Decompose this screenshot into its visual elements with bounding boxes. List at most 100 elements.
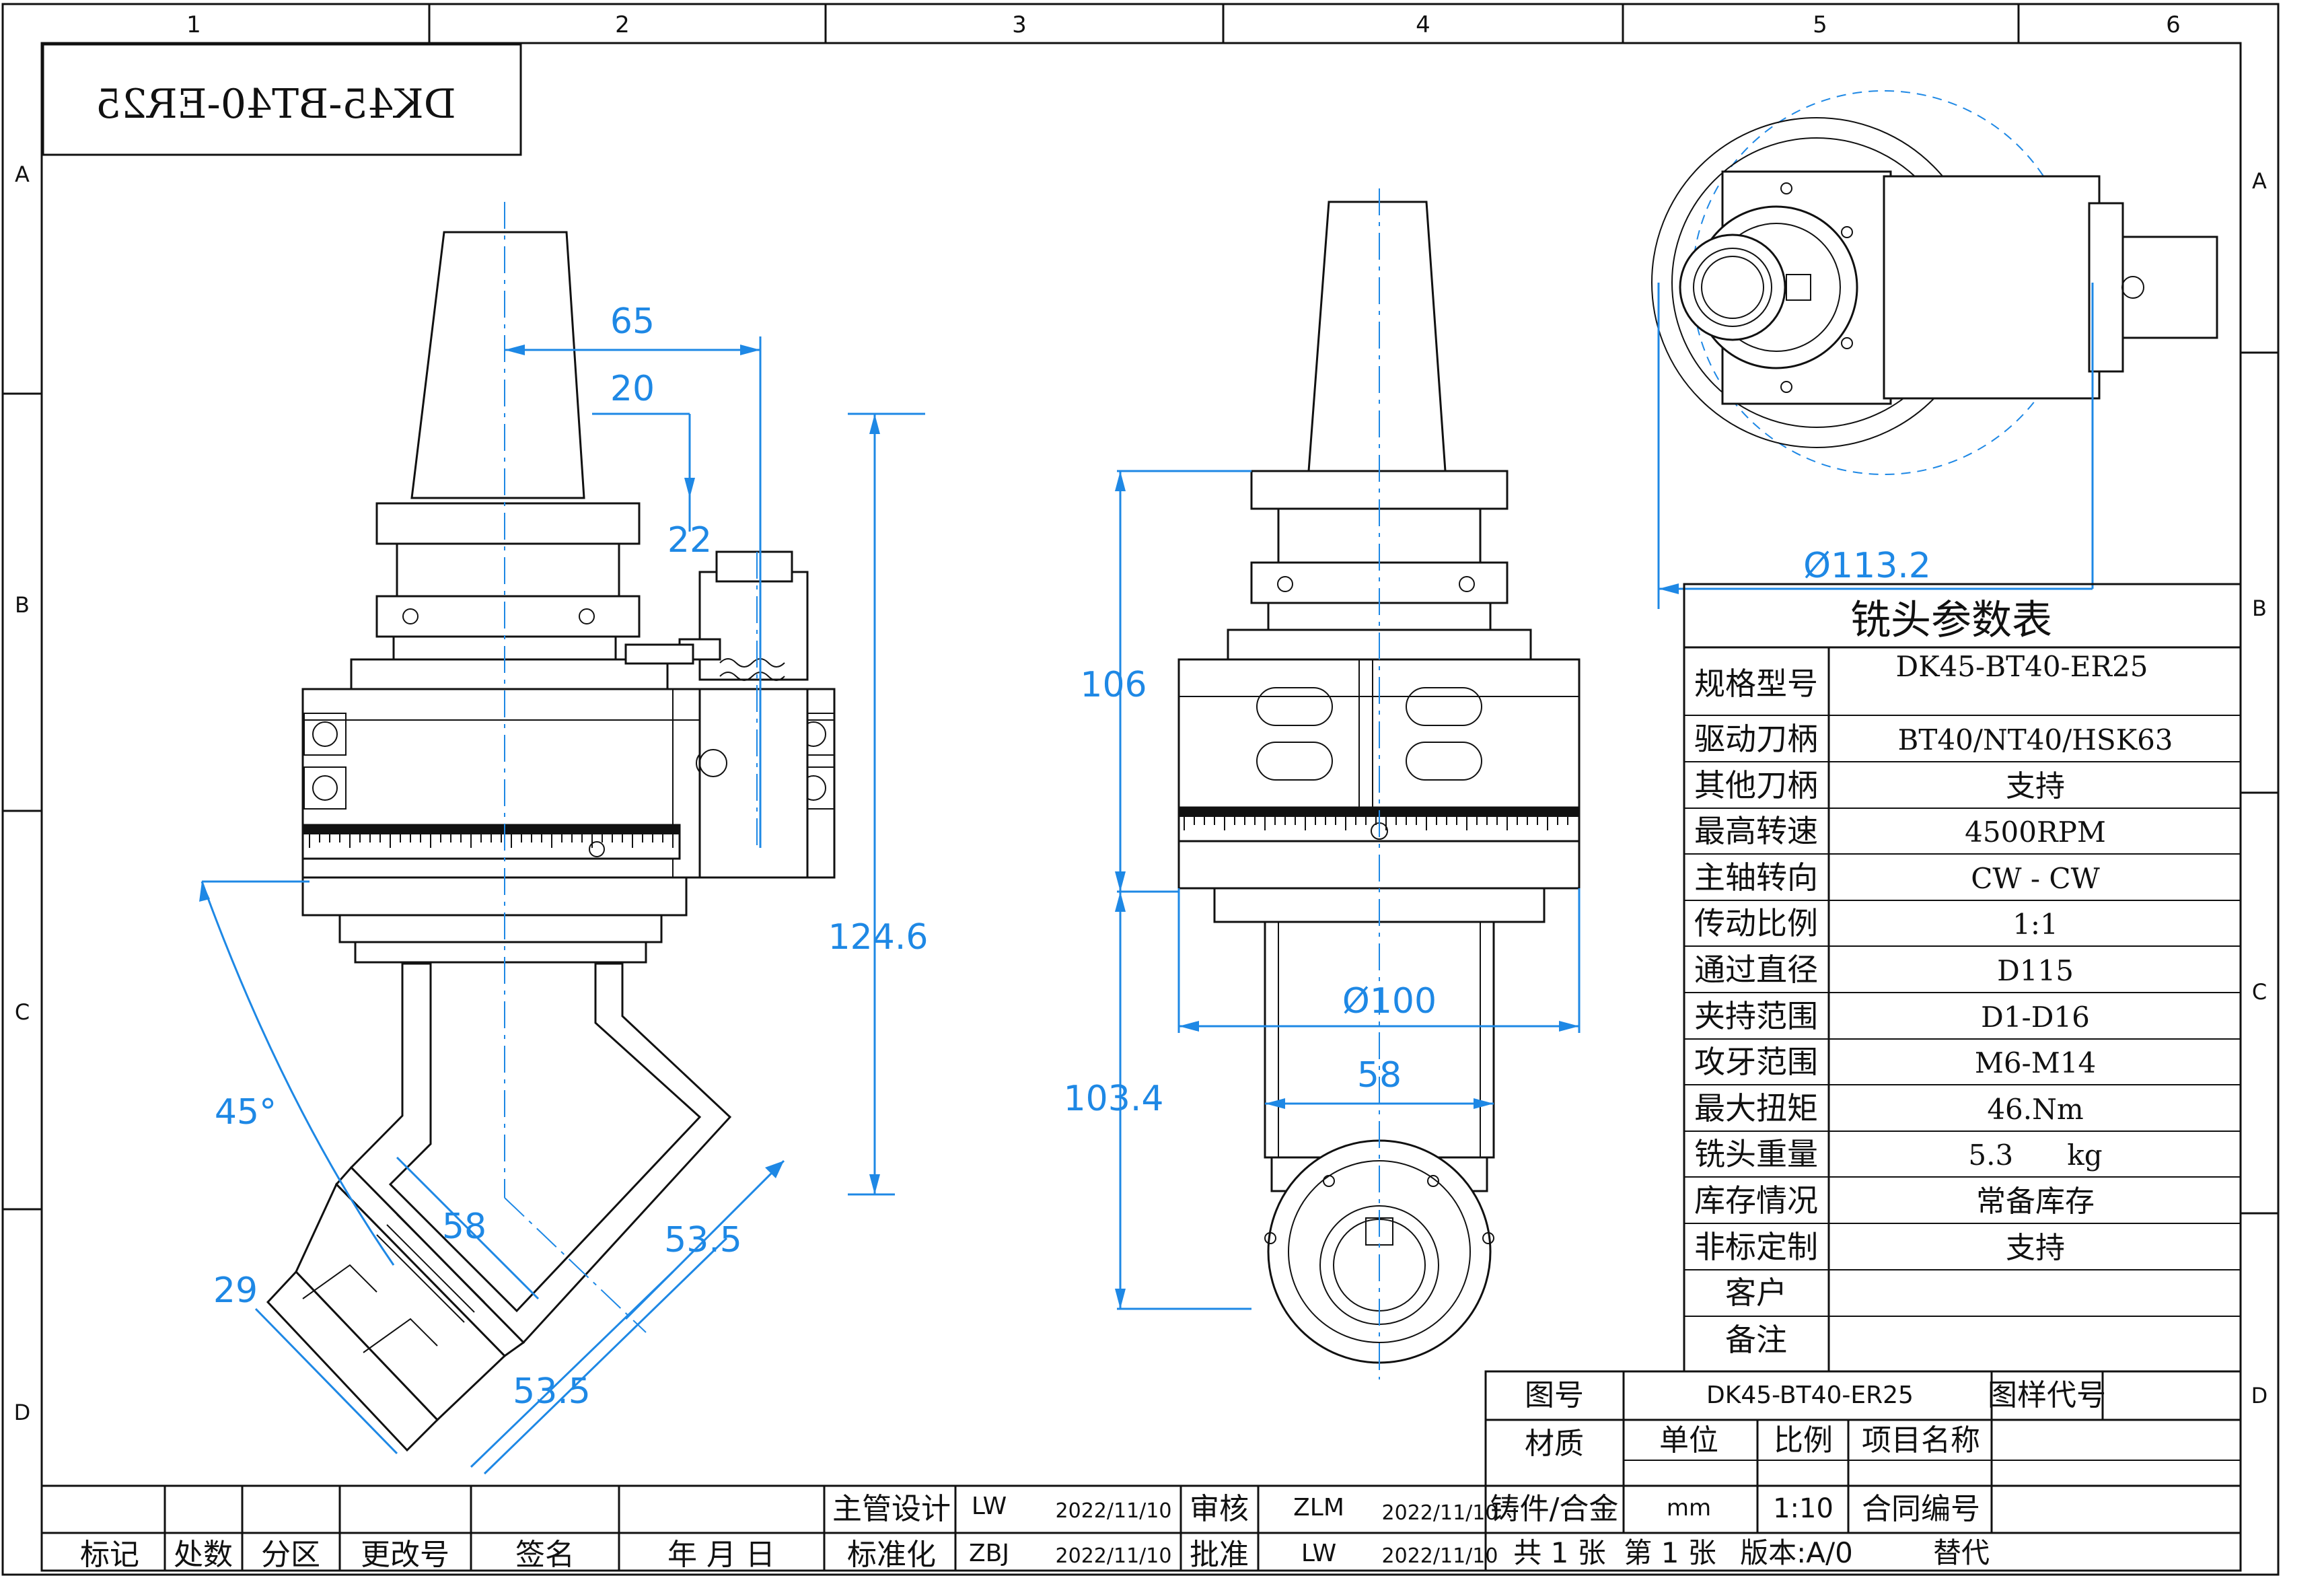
front-scale-ticks <box>1184 817 1568 830</box>
dim-53-5-a: 53.5 <box>664 1220 742 1260</box>
tb-material-value: 铸件/合金 <box>1490 1492 1619 1526</box>
param-label-8: 攻牙范围 <box>1694 1044 1818 1080</box>
param-label-11: 库存情况 <box>1694 1182 1818 1219</box>
tb-supervisor-name: LW <box>972 1493 1007 1520</box>
tb-rev-header-3: 更改号 <box>361 1538 449 1572</box>
tb-review-date: 2022/11/10 <box>1382 1501 1498 1525</box>
param-value-0: DK45-BT40-ER25 <box>1896 650 2148 683</box>
model-stamp-box: DK45-BT40-ER25 <box>42 43 522 156</box>
param-label-14: 备注 <box>1725 1322 1787 1358</box>
param-value-11: 常备库存 <box>1976 1184 2095 1219</box>
dim-58-front: 58 <box>1357 1055 1402 1096</box>
tb-rev-header-1: 处数 <box>174 1538 233 1572</box>
tb-drawing-no-value: DK45-BT40-ER25 <box>1706 1382 1914 1409</box>
param-label-3: 最高转速 <box>1694 813 1818 849</box>
model-stamp-text: DK45-BT40-ER25 <box>96 81 456 128</box>
row-d-right: D <box>2251 1383 2268 1408</box>
row-c-right: C <box>2252 979 2267 1005</box>
side-scale-ticks <box>309 834 674 848</box>
tb-rev-header-4: 签名 <box>515 1538 575 1572</box>
tb-drawing-code-label: 图样代号 <box>1988 1378 2106 1412</box>
dim-58-side: 58 <box>442 1207 486 1247</box>
param-value-5: 1:1 <box>2012 908 2058 941</box>
row-a-right: A <box>2252 168 2267 194</box>
tb-unit-label: 单位 <box>1659 1423 1718 1458</box>
tb-rev-header-0: 标记 <box>80 1538 139 1572</box>
param-value-1: BT40/NT40/HSK63 <box>1897 723 2173 756</box>
tb-rev-header-2: 分区 <box>261 1538 320 1572</box>
front-view <box>1177 188 1581 1379</box>
tb-supervisor-date: 2022/11/10 <box>1056 1499 1172 1523</box>
tb-supervisor-label: 主管设计 <box>832 1492 951 1526</box>
tb-drawing-no-label: 图号 <box>1525 1378 1584 1412</box>
tb-contract-label: 合同编号 <box>1862 1492 1980 1526</box>
row-d-left: D <box>14 1400 31 1425</box>
param-label-1: 驱动刀柄 <box>1694 721 1818 757</box>
tb-project-label: 项目名称 <box>1862 1423 1980 1458</box>
col-4: 4 <box>1416 11 1430 38</box>
col-6: 6 <box>2166 11 2181 38</box>
dim-29: 29 <box>213 1270 258 1311</box>
param-label-7: 夹持范围 <box>1694 998 1818 1034</box>
tb-review-label: 审核 <box>1190 1492 1249 1526</box>
top-view <box>1651 90 2218 475</box>
row-a-left: A <box>15 162 30 187</box>
row-letters: A B C D A B C D <box>14 162 2268 1425</box>
dim-106: 106 <box>1080 665 1147 705</box>
row-b-right: B <box>2252 596 2267 621</box>
dim-phi-113-2: Ø113.2 <box>1803 546 1931 586</box>
front-view-dimensions: 106 103.4 Ø100 58 <box>1064 470 1581 1310</box>
dim-phi-100: Ø100 <box>1342 981 1437 1021</box>
param-value-7: D1-D16 <box>1981 1001 2090 1034</box>
params-table: 铣头参数表 规格型号 DK45-BT40-ER25 驱动刀柄 BT40/NT40… <box>1683 583 2242 1373</box>
col-3: 3 <box>1012 11 1027 38</box>
tb-standard-date: 2022/11/10 <box>1056 1544 1172 1568</box>
tb-approve-label: 批准 <box>1190 1538 1249 1572</box>
dim-20: 20 <box>610 369 655 409</box>
dim-45-deg: 45° <box>215 1092 277 1133</box>
tb-approve-name: LW <box>1301 1540 1336 1567</box>
col-5: 5 <box>1813 11 1827 38</box>
tb-unit-value: mm <box>1667 1495 1711 1521</box>
tb-standard-label: 标准化 <box>847 1538 936 1572</box>
side-view <box>266 202 836 1452</box>
col-2: 2 <box>615 11 630 38</box>
param-value-3: 4500RPM <box>1965 816 2106 849</box>
tb-scale-label: 比例 <box>1774 1423 1833 1458</box>
params-title: 铣头参数表 <box>1850 597 2052 644</box>
param-label-4: 主轴转向 <box>1694 859 1818 896</box>
tb-standard-name: ZBJ <box>969 1540 1009 1567</box>
param-value-12: 支持 <box>2006 1231 2065 1265</box>
param-label-5: 传动比例 <box>1694 905 1818 941</box>
param-value-8: M6-M14 <box>1975 1046 2096 1079</box>
param-label-9: 最大扭矩 <box>1694 1090 1818 1126</box>
title-block: 图号 DK45-BT40-ER25 图样代号 材质 单位 比例 项目名称 标记 … <box>40 1370 2242 1572</box>
dim-22: 22 <box>667 520 712 561</box>
tb-sheets: 共 1 张 第 1 张 <box>1513 1536 1716 1569</box>
row-c-left: C <box>15 999 30 1025</box>
param-label-0: 规格型号 <box>1694 666 1818 702</box>
top-view-dimensions: Ø113.2 <box>1657 283 2094 609</box>
param-label-2: 其他刀柄 <box>1694 767 1818 803</box>
param-value-2: 支持 <box>2006 769 2065 803</box>
param-label-13: 客户 <box>1725 1275 1787 1311</box>
side-view-dimensions: 65 20 22 124.6 45° 58 53.5 53.5 29 <box>199 301 929 1475</box>
param-value-6: D115 <box>1997 954 2074 987</box>
param-label-12: 非标定制 <box>1694 1229 1818 1265</box>
dim-124-6: 124.6 <box>828 917 929 958</box>
param-label-10: 铣头重量 <box>1694 1136 1818 1172</box>
tb-material-label: 材质 <box>1525 1427 1584 1461</box>
tb-approve-date: 2022/11/10 <box>1382 1544 1498 1568</box>
param-value-4: CW - CW <box>1971 862 2100 895</box>
dim-53-5-b: 53.5 <box>513 1371 591 1412</box>
tb-version: 版本:A/0 <box>1740 1536 1853 1569</box>
row-b-left: B <box>15 592 30 618</box>
tb-rev-header-5: 年 月 日 <box>667 1538 775 1572</box>
dim-65: 65 <box>610 301 655 342</box>
dim-103-4: 103.4 <box>1064 1079 1164 1119</box>
col-1: 1 <box>186 11 201 38</box>
param-label-6: 通过直径 <box>1694 952 1818 988</box>
column-numbers: 1 2 3 4 5 6 <box>186 11 2181 38</box>
tb-review-name: ZLM <box>1293 1494 1344 1521</box>
